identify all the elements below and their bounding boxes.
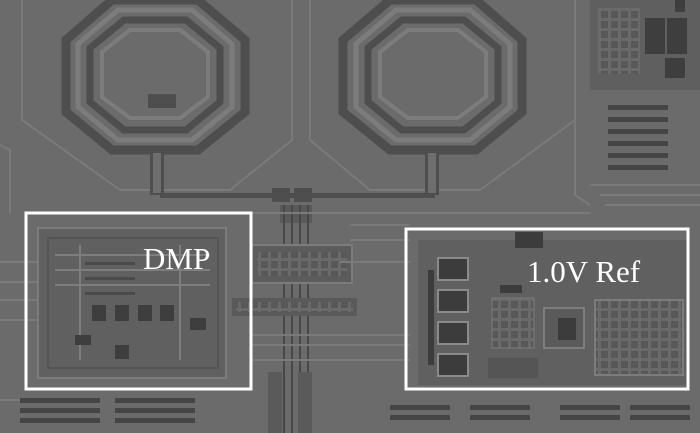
inductor-left xyxy=(61,0,250,195)
routing-lines xyxy=(0,184,700,401)
dmp-label: DMP xyxy=(143,241,211,276)
inductor-right xyxy=(338,0,527,195)
ref-highlight-box xyxy=(404,227,690,391)
bar-stack-bottom xyxy=(20,398,690,423)
dmp-highlight-box xyxy=(24,211,253,391)
bar-stack-right xyxy=(608,105,668,170)
ref-label: 1.0V Ref xyxy=(527,254,641,289)
digital-block xyxy=(590,0,700,90)
dmp-circuit xyxy=(0,227,227,379)
ref-circuit xyxy=(418,232,688,385)
